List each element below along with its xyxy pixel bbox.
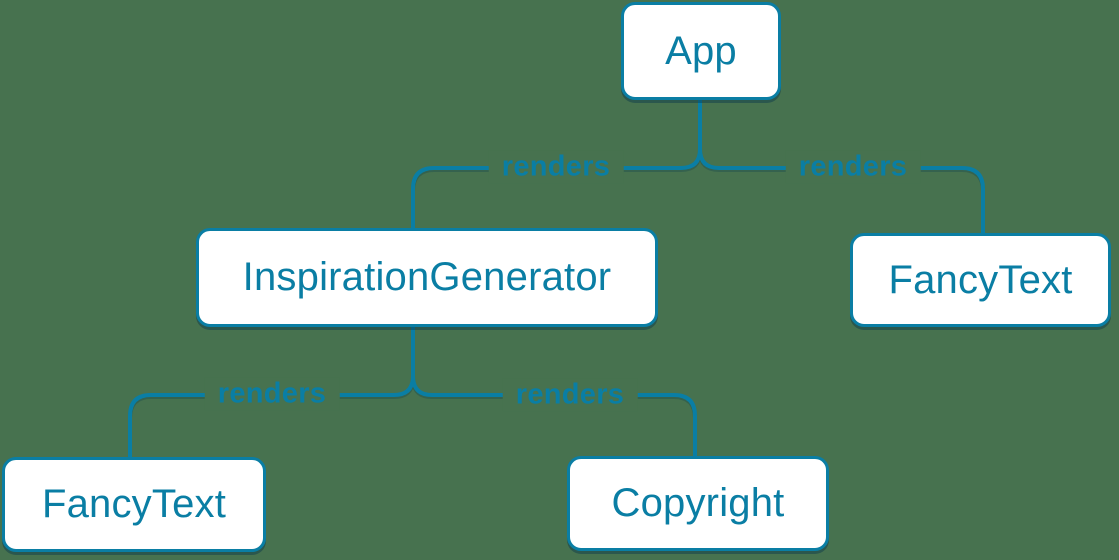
edge-label-renders-inspiration-generator-fancy-text: renders	[204, 377, 340, 411]
edge-label-renders-app-inspiration-generator: renders	[488, 150, 624, 184]
node-copyright: Copyright	[567, 456, 829, 551]
node-inspiration-generator: InspirationGenerator	[196, 228, 658, 327]
node-fancy-text-right: FancyText	[850, 233, 1111, 327]
node-fancy-text-left: FancyText	[2, 457, 266, 552]
node-app: App	[621, 2, 781, 100]
edge-label-renders-inspiration-generator-copyright: renders	[502, 378, 638, 412]
edge-label-renders-app-fancy-text: renders	[785, 150, 921, 184]
